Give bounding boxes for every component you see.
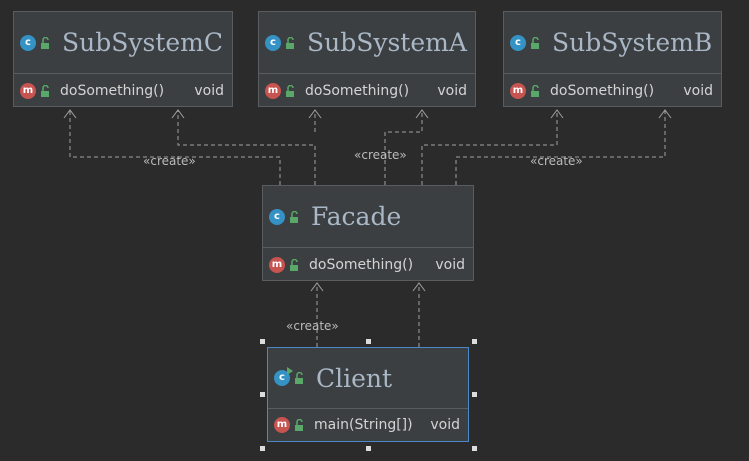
arrowhead-subsystem-a-left (308, 109, 322, 119)
edge-label-create-facade: «create» (286, 319, 339, 333)
arrowhead-subsystem-b-outer (658, 109, 672, 119)
arrowhead-subsystem-a-right (415, 109, 429, 119)
class-client[interactable]: c Client m main(String[]) void (267, 347, 469, 442)
resize-handle-top-right[interactable] (472, 339, 477, 344)
resize-handle-bottom-center[interactable] (366, 446, 371, 451)
class-subsystem-a[interactable]: c SubSystemA m doSomething() void (258, 11, 476, 107)
edge-facade-to-subsystem-b-inner[interactable] (421, 110, 558, 185)
method-return-type: void (437, 82, 467, 99)
method-name: main(String[]) (314, 417, 413, 433)
class-icon: c (20, 34, 36, 51)
class-subsystem-c[interactable]: c SubSystemC m doSomething() void (13, 11, 233, 107)
method-name: doSomething() (305, 82, 410, 99)
resize-handle-top-left[interactable] (260, 339, 265, 344)
method-return-type: void (430, 417, 460, 433)
method-icon: m (269, 256, 285, 273)
arrowhead-subsystem-b-inner (550, 109, 564, 119)
edge-facade-to-subsystem-b-outer[interactable] (455, 110, 666, 185)
public-visibility-icon (531, 36, 539, 49)
run-icon (287, 367, 293, 375)
method-icon: m (510, 82, 526, 99)
public-visibility-icon (531, 84, 539, 97)
method-return-type: void (683, 82, 713, 99)
arrowhead-subsystem-c-outer (63, 109, 77, 119)
public-visibility-icon (290, 258, 298, 271)
method-icon: m (274, 417, 290, 433)
resize-handle-middle-right[interactable] (472, 392, 477, 397)
public-visibility-icon (295, 372, 303, 384)
method-name: doSomething() (309, 256, 414, 273)
class-icon: c (510, 34, 526, 51)
edge-facade-to-subsystem-c-outer[interactable] (69, 110, 281, 185)
edge-facade-to-subsystem-a-right[interactable] (384, 110, 423, 185)
arrowhead-subsystem-c-inner (171, 109, 185, 119)
public-visibility-icon (41, 84, 49, 97)
method-name: doSomething() (60, 82, 165, 99)
class-name: SubSystemC (62, 28, 223, 57)
class-icon: c (265, 34, 281, 51)
class-name: Client (316, 363, 393, 393)
resize-handle-top-center[interactable] (366, 339, 371, 344)
class-name: SubSystemA (307, 28, 467, 57)
method-name: doSomething() (550, 82, 655, 99)
public-visibility-icon (286, 36, 294, 49)
edge-label-create-subsystem-a: «create» (354, 148, 407, 162)
arrowhead-facade-right (412, 282, 426, 292)
class-facade[interactable]: c Facade m doSomething() void (262, 185, 474, 281)
public-visibility-icon (290, 210, 298, 223)
edge-label-create-subsystem-b: «create» (530, 154, 583, 168)
resize-handle-bottom-right[interactable] (472, 446, 477, 451)
arrowhead-facade-left (310, 282, 324, 292)
method-return-type: void (435, 256, 465, 273)
method-return-type: void (194, 82, 224, 99)
method-icon: m (20, 82, 36, 99)
edge-facade-to-subsystem-c-inner[interactable] (177, 110, 316, 185)
class-icon-letter: c (279, 372, 285, 383)
class-icon: c (269, 208, 285, 225)
resize-handle-bottom-left[interactable] (260, 446, 265, 451)
public-visibility-icon (295, 419, 303, 431)
public-visibility-icon (286, 84, 294, 97)
resize-handle-middle-left[interactable] (260, 392, 265, 397)
class-name: SubSystemB (552, 28, 713, 57)
class-subsystem-b[interactable]: c SubSystemB m doSomething() void (503, 11, 722, 107)
main-class-icon: c (274, 367, 293, 386)
public-visibility-icon (41, 36, 49, 49)
edge-label-create-subsystem-c: «create» (143, 154, 196, 168)
class-name: Facade (311, 202, 402, 231)
method-icon: m (265, 82, 281, 99)
